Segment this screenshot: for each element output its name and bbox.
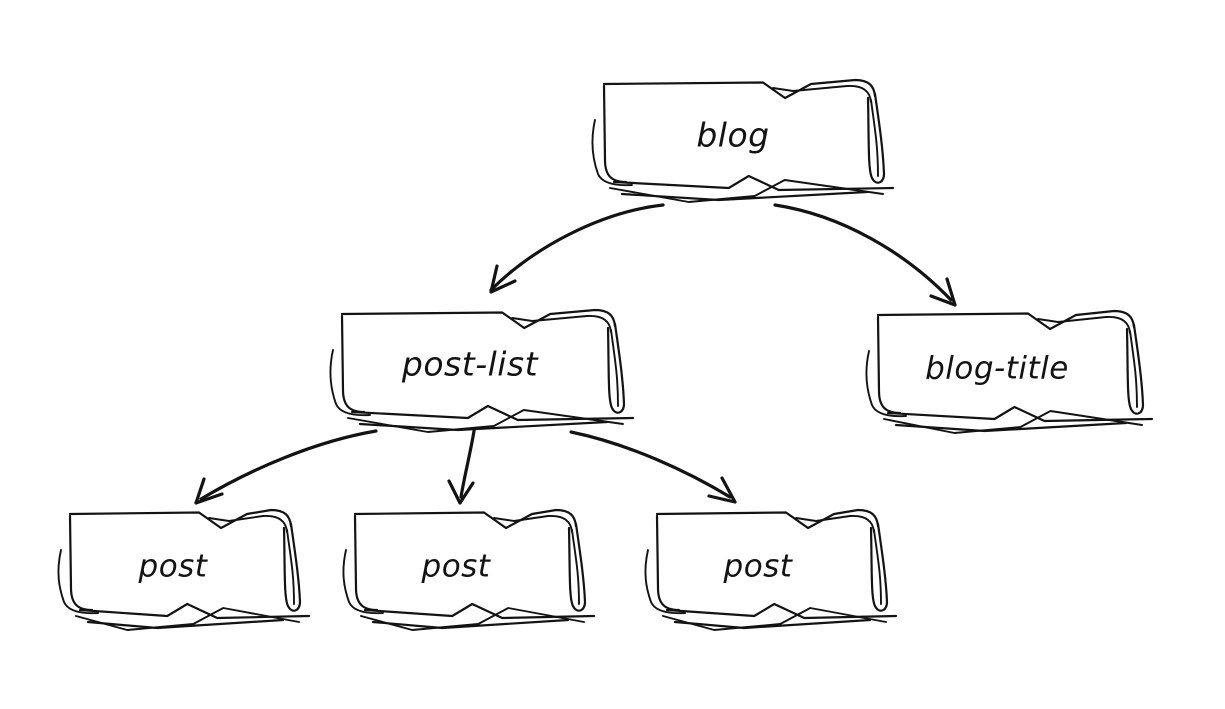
node-box — [329, 308, 635, 433]
node-outline-stroke — [353, 514, 379, 612]
node-label: post — [723, 549, 794, 585]
node-outline-stroke — [1037, 315, 1131, 334]
edge-line — [773, 203, 953, 302]
node-box — [865, 309, 1154, 434]
node-outline-stroke — [673, 618, 872, 630]
node-blog-title[interactable]: blog-title — [865, 309, 1154, 434]
node-outline-stroke — [353, 508, 578, 530]
edge-blog-to-blog-title — [773, 203, 957, 307]
node-outline-stroke — [612, 174, 895, 192]
node-outline-stroke — [655, 508, 880, 530]
node-outline-stroke — [571, 529, 580, 605]
node-outline-stroke — [511, 314, 612, 333]
node-outline-stroke — [493, 514, 573, 533]
node-outline-stroke — [591, 119, 633, 187]
node-outline-stroke — [57, 549, 99, 615]
node-outline-stroke — [665, 602, 898, 620]
node-outline-stroke — [610, 329, 619, 407]
node-outline-stroke — [286, 529, 295, 605]
node-box — [591, 78, 895, 203]
node-outline-stroke — [363, 602, 596, 620]
node-label: blog-title — [925, 351, 1069, 387]
node-outline-stroke — [602, 84, 628, 184]
edges-layer — [194, 203, 957, 505]
arrow-head-icon — [447, 479, 475, 505]
node-box — [342, 508, 596, 631]
node-post-1[interactable]: post — [57, 508, 311, 631]
node-outline-stroke — [342, 549, 384, 615]
node-outline-stroke — [644, 549, 686, 615]
node-box — [644, 508, 898, 631]
node-outline-stroke — [78, 602, 311, 620]
node-outline-stroke — [75, 607, 300, 631]
node-box — [57, 508, 311, 631]
arrow-head-icon — [194, 477, 224, 505]
edge-post-list-to-post-1 — [194, 429, 378, 505]
node-outline-stroke — [886, 405, 1154, 423]
node-outline-stroke — [662, 607, 887, 631]
node-post-2[interactable]: post — [342, 508, 596, 631]
node-outline-stroke — [876, 309, 1136, 331]
node-outline-stroke — [795, 514, 875, 533]
node-outline-stroke — [655, 514, 681, 612]
node-outline-stroke — [772, 84, 872, 103]
node-outline-stroke — [866, 92, 886, 184]
node-outline-stroke — [620, 190, 869, 202]
arrow-head-icon — [929, 277, 957, 307]
node-outline-stroke — [282, 522, 302, 612]
node-outline-stroke — [876, 315, 902, 415]
node-outline-stroke — [68, 514, 94, 612]
nodes-layer: blog post-list blog-title post post post — [57, 78, 1154, 631]
node-post-list[interactable]: post-list — [329, 308, 635, 433]
node-outline-stroke — [358, 420, 609, 432]
node-outline-stroke — [371, 618, 570, 630]
node-outline-stroke — [1125, 323, 1145, 415]
node-blog[interactable]: blog — [591, 78, 895, 203]
arrow-head-icon — [707, 476, 737, 504]
node-outline-stroke — [602, 78, 877, 100]
node-outline-stroke — [873, 529, 882, 605]
edge-blog-to-post-list — [489, 203, 665, 294]
node-outline-stroke — [870, 99, 879, 177]
edge-post-list-to-post-3 — [569, 430, 737, 504]
node-outline-stroke — [606, 322, 626, 414]
node-outline-stroke — [68, 508, 293, 530]
node-label: blog — [696, 116, 769, 155]
node-label: post — [138, 549, 209, 585]
node-outline-stroke — [340, 314, 366, 414]
node-post-3[interactable]: post — [644, 508, 898, 631]
node-outline-stroke — [869, 522, 889, 612]
node-label: post-list — [401, 345, 539, 384]
node-outline-stroke — [329, 349, 371, 417]
node-outline-stroke — [340, 308, 617, 330]
edge-post-list-to-post-2 — [447, 429, 476, 505]
node-label: post — [421, 549, 492, 585]
edge-line — [569, 430, 732, 499]
node-outline-stroke — [208, 514, 288, 533]
node-outline-stroke — [567, 522, 587, 612]
edge-line — [199, 429, 378, 501]
node-outline-stroke — [894, 421, 1128, 433]
node-outline-stroke — [865, 350, 907, 418]
edge-line — [459, 429, 476, 499]
node-outline-stroke — [86, 618, 285, 630]
node-outline-stroke — [350, 404, 635, 422]
edge-line — [489, 203, 665, 292]
node-outline-stroke — [360, 607, 585, 631]
node-outline-stroke — [1129, 330, 1138, 408]
arrow-head-icon — [489, 264, 517, 294]
